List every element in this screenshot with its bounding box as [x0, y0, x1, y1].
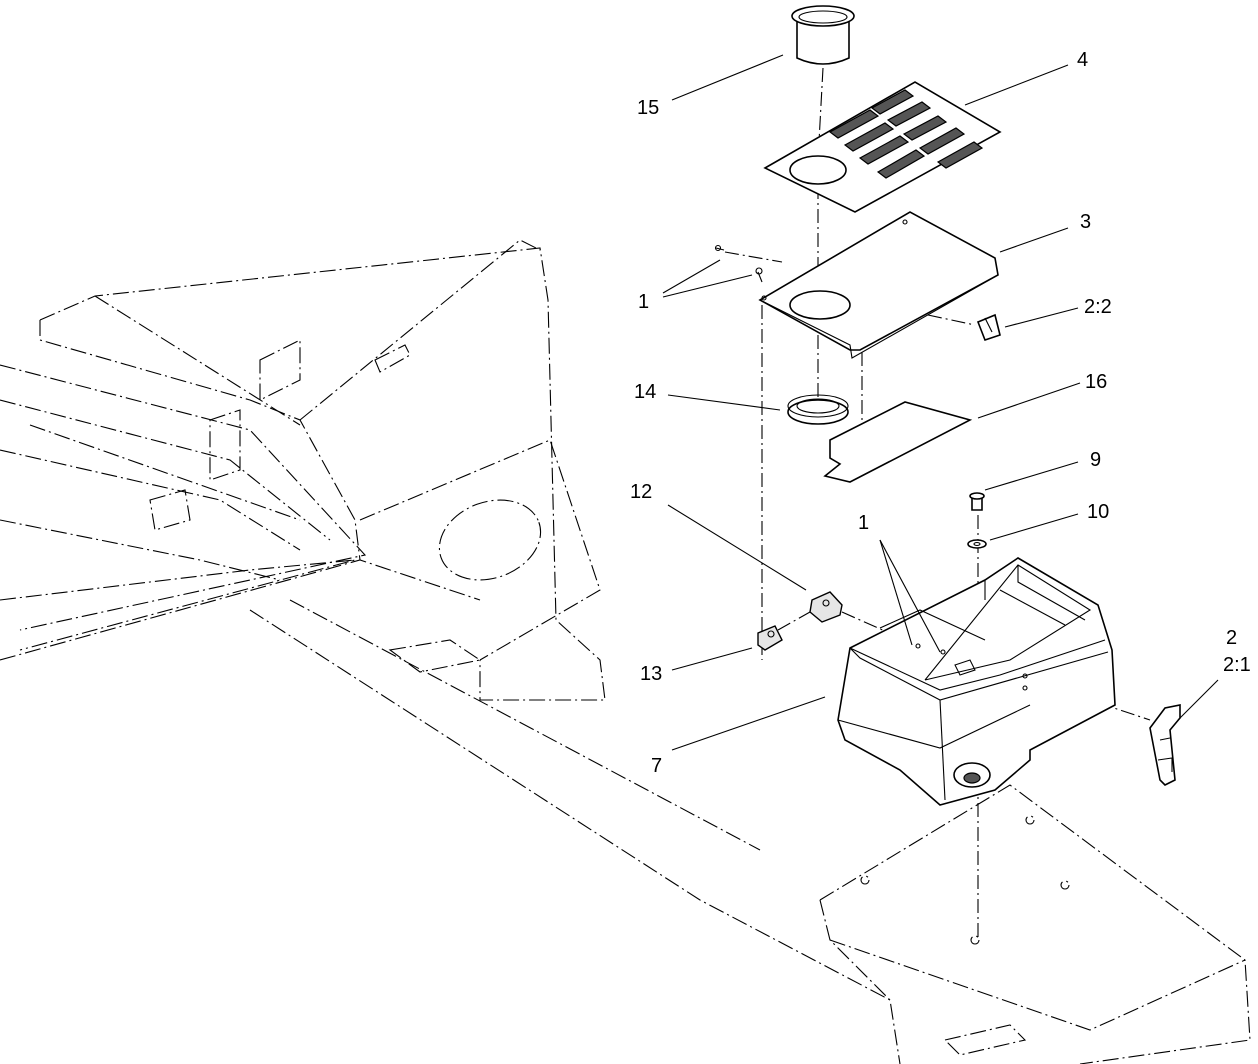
part-13-catch — [757, 625, 783, 651]
part-4-decal — [763, 81, 1002, 213]
callout-14: 14 — [634, 381, 657, 403]
callout-2-1: 2:1 — [1223, 654, 1251, 676]
callout-1-mid: 1 — [858, 512, 870, 534]
part-9-bolt — [969, 492, 985, 511]
frame-ghost — [0, 239, 1251, 1064]
part-12-latch — [809, 591, 843, 623]
part-2-handle — [1149, 704, 1181, 786]
leader-lines — [662, 54, 1219, 751]
callout-4: 4 — [1077, 49, 1089, 71]
callout-10: 10 — [1087, 501, 1110, 523]
callout-1-top: 1 — [638, 291, 650, 313]
callout-12: 12 — [630, 481, 653, 503]
callout-13: 13 — [640, 663, 663, 685]
callout-7: 7 — [651, 755, 663, 777]
part-15-cup — [791, 5, 855, 65]
part-14-ring — [787, 394, 849, 425]
callout-15: 15 — [637, 97, 660, 119]
callout-2-2: 2:2 — [1084, 296, 1112, 318]
part-1-screws-top — [714, 244, 763, 283]
callout-3: 3 — [1080, 211, 1092, 233]
callout-9: 9 — [1090, 449, 1102, 471]
part-2-2-clip — [976, 313, 1001, 341]
part-7-console — [837, 557, 1116, 806]
callout-2: 2 — [1226, 627, 1238, 649]
part-10-washer — [967, 539, 987, 549]
callout-16: 16 — [1085, 371, 1108, 393]
part-16-pad — [823, 401, 973, 483]
part-3-cover — [758, 211, 999, 359]
